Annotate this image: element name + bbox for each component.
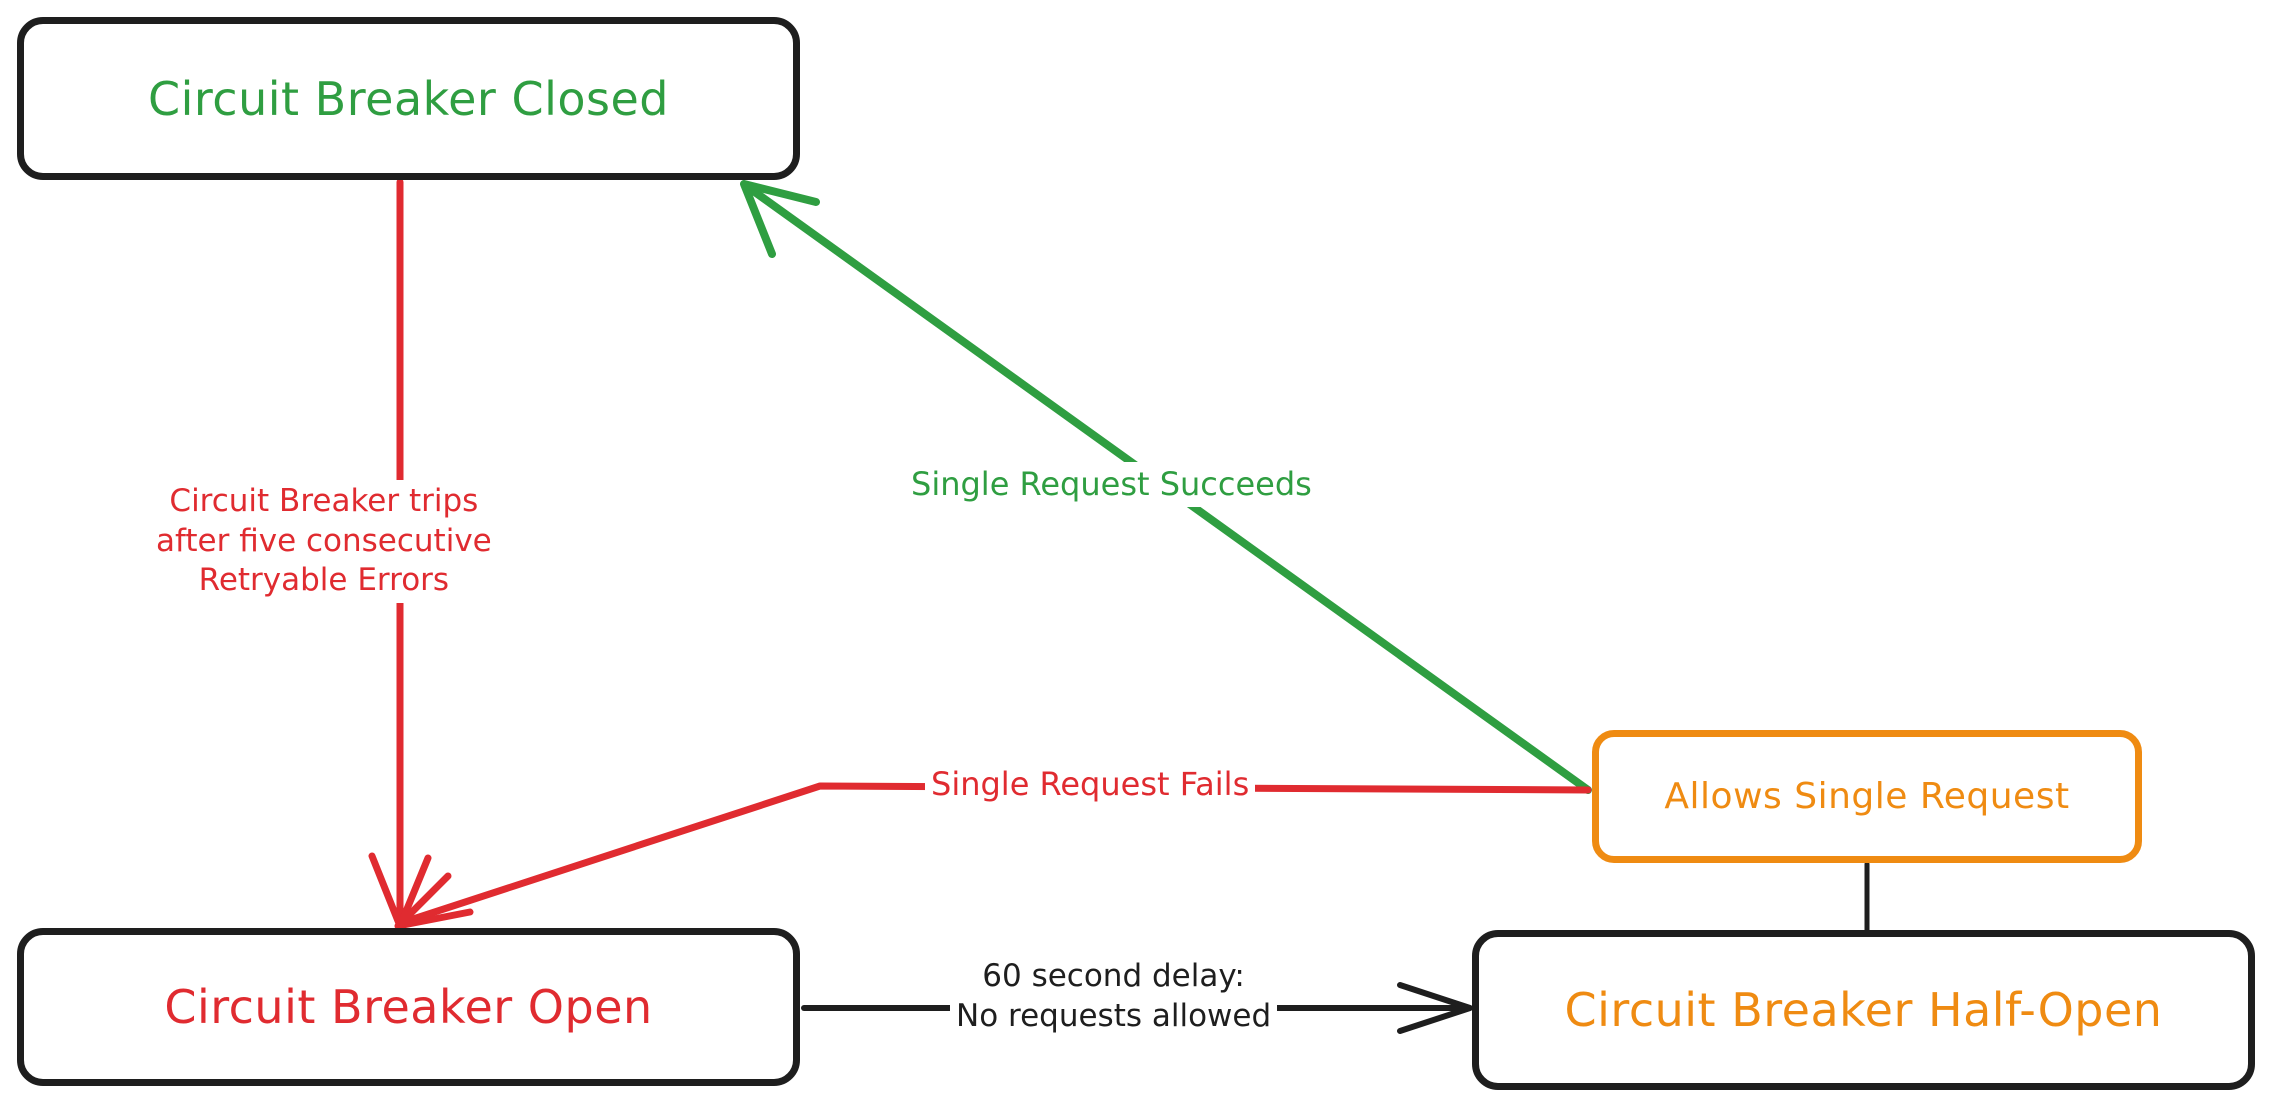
node-circuit-breaker-open[interactable]: Circuit Breaker Open xyxy=(17,928,800,1086)
edge-label-text: Single Request Succeeds xyxy=(911,465,1312,503)
edge-label-text: Single Request Fails xyxy=(931,765,1250,803)
node-allows-single-request[interactable]: Allows Single Request xyxy=(1592,730,2142,863)
node-label-open: Circuit Breaker Open xyxy=(164,980,653,1034)
node-label-halfopen: Circuit Breaker Half-Open xyxy=(1564,983,2163,1037)
edge-label-open-to-halfopen: 60 second delay: No requests allowed xyxy=(950,955,1278,1039)
edge-allows-to-open xyxy=(394,782,1592,930)
node-circuit-breaker-closed[interactable]: Circuit Breaker Closed xyxy=(17,17,800,180)
edge-label-allows-to-open: Single Request Fails xyxy=(925,762,1256,807)
edge-label-line-2: after five consecutive xyxy=(156,522,492,559)
node-label-closed: Circuit Breaker Closed xyxy=(148,71,669,126)
node-circuit-breaker-half-open[interactable]: Circuit Breaker Half-Open xyxy=(1472,930,2255,1090)
edge-label-allows-to-closed: Single Request Succeeds xyxy=(905,462,1318,507)
edge-label-closed-to-open: Circuit Breaker trips after five consecu… xyxy=(150,480,498,604)
edge-label-line-1: Circuit Breaker trips xyxy=(169,483,479,519)
edge-label-line-3: Retryable Errors xyxy=(198,562,450,599)
edge-label-line-2: No requests allowed xyxy=(956,997,1272,1034)
node-label-allows: Allows Single Request xyxy=(1664,776,2070,817)
edge-label-line-1: 60 second delay: xyxy=(982,958,1245,994)
